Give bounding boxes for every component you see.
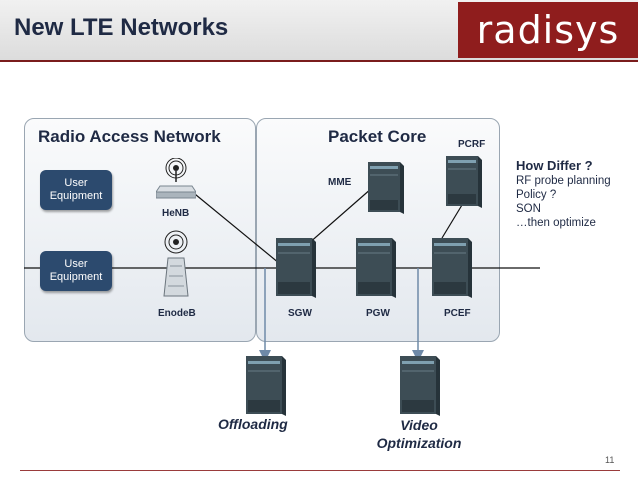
footer-divider	[20, 470, 620, 471]
video-label-line2: Optimization	[376, 435, 462, 451]
how-differ-line-2: Policy ?	[516, 189, 557, 201]
ran-panel-title: Radio Access Network	[38, 127, 221, 146]
offloading-server-icon	[246, 356, 286, 416]
pgw-server-icon	[356, 238, 396, 298]
henb-router-icon	[156, 158, 196, 199]
packet-core-panel	[256, 118, 500, 342]
mme-label: MME	[328, 177, 352, 188]
pcrf-pcef-link	[441, 204, 463, 239]
pcrf-server-icon	[446, 156, 482, 208]
page-number: 11	[605, 455, 615, 465]
enodeb-tower-icon	[163, 230, 189, 297]
pgw-label: PGW	[366, 308, 390, 319]
user-equipment-bottom: User Equipment	[40, 251, 112, 291]
how-differ-line-1: RF probe planning	[516, 175, 611, 187]
user-equipment-top: User Equipment	[40, 170, 112, 210]
how-differ-note: How Differ ? RF probe planning Policy ? …	[516, 158, 611, 230]
offloading-label: Offloading	[218, 416, 288, 432]
sgw-label: SGW	[288, 308, 312, 319]
packet-core-panel-title: Packet Core	[328, 127, 427, 146]
video-optimization-label: Video Optimization	[374, 416, 464, 452]
video-label-line1: Video	[400, 417, 438, 433]
how-differ-line-3: SON	[516, 203, 541, 215]
video-optimization-server-icon	[400, 356, 440, 416]
pcef-label: PCEF	[444, 308, 471, 319]
enodeb-label: EnodeB	[158, 308, 196, 319]
slide-title: New LTE Networks	[14, 14, 229, 41]
sgw-server-icon	[276, 238, 316, 298]
henb-label: HeNB	[162, 208, 190, 219]
ran-panel	[24, 118, 256, 342]
pcrf-label: PCRF	[458, 139, 486, 150]
pcef-server-icon	[432, 238, 472, 298]
mme-server-icon	[368, 162, 404, 214]
radisys-logo: radisys	[458, 2, 638, 58]
henb-sgw-link	[189, 189, 286, 269]
header-divider	[0, 60, 638, 62]
how-differ-heading: How Differ ?	[516, 158, 593, 173]
how-differ-line-4: …then optimize	[516, 217, 596, 229]
